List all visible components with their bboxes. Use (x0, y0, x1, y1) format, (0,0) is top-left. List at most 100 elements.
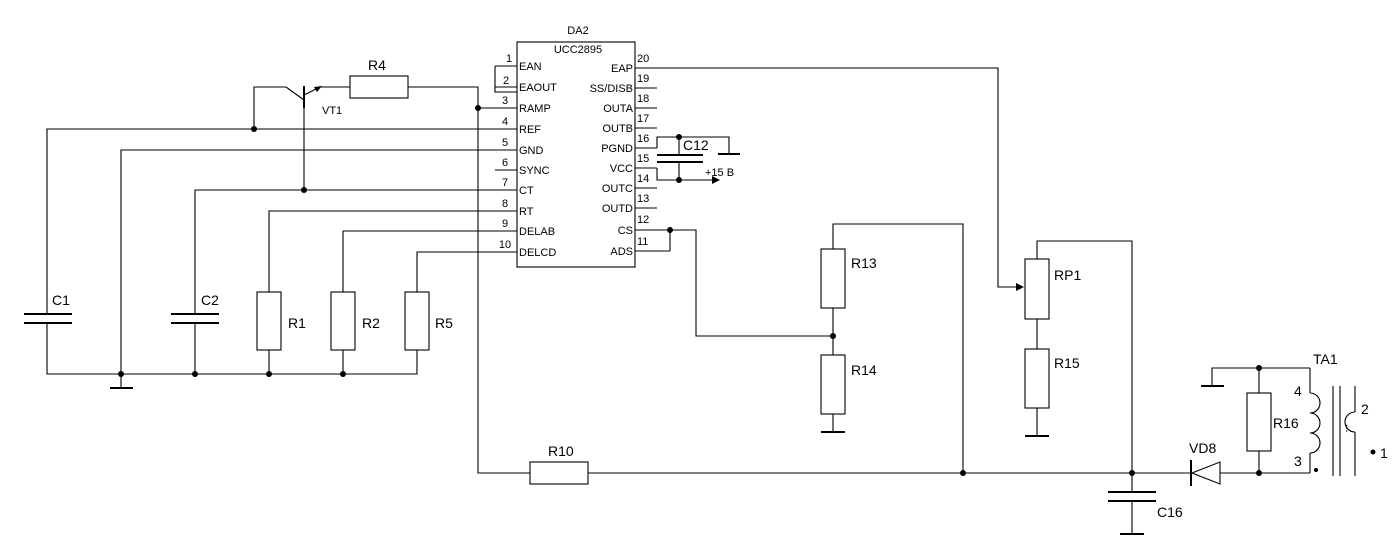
svg-text:19: 19 (637, 73, 649, 85)
transformer-core-mark: ⁝ (1345, 423, 1349, 435)
svg-text:1: 1 (1380, 445, 1388, 461)
svg-text:R15: R15 (1054, 355, 1080, 371)
svg-text:CS: CS (618, 225, 633, 237)
svg-text:RT: RT (519, 206, 534, 218)
svg-text:OUTC: OUTC (602, 183, 633, 195)
svg-text:13: 13 (637, 193, 649, 205)
ic-designator: DA2 (567, 25, 588, 37)
capacitor-c12: C12 +15 В (656, 134, 740, 184)
svg-text:OUTB: OUTB (602, 123, 633, 135)
svg-text:OUTA: OUTA (603, 103, 633, 115)
svg-text:15: 15 (637, 153, 649, 165)
svg-text:17: 17 (637, 113, 649, 125)
svg-text:9: 9 (502, 218, 508, 230)
svg-text:5: 5 (502, 137, 508, 149)
svg-text:6: 6 (502, 157, 508, 169)
svg-text:20: 20 (637, 53, 649, 65)
svg-text:SS/DISB: SS/DISB (590, 83, 633, 95)
ic-pin2-box (494, 66, 517, 93)
feedback-network: RP1 R15 (657, 67, 1135, 476)
resistor-r14: R14 (820, 354, 877, 415)
svg-text:2: 2 (1361, 401, 1369, 417)
svg-text:TA1: TA1 (1313, 351, 1338, 367)
svg-text:RP1: RP1 (1054, 267, 1081, 283)
svg-text:C1: C1 (52, 292, 70, 308)
potentiometer-rp1: RP1 (1024, 258, 1081, 320)
capacitor-c1: C1 (24, 292, 72, 324)
svg-text:RAMP: RAMP (519, 103, 551, 115)
svg-text:11: 11 (637, 236, 648, 248)
resistor-r4: R4 (320, 57, 530, 474)
svg-text:R13: R13 (851, 255, 877, 271)
svg-text:EAN: EAN (519, 61, 542, 73)
svg-text:8: 8 (502, 198, 508, 210)
ic-pin: 8RT (495, 198, 534, 218)
svg-text:3: 3 (1294, 453, 1302, 469)
svg-text:16: 16 (637, 133, 649, 145)
svg-text:18: 18 (637, 93, 649, 105)
svg-text:R1: R1 (288, 315, 306, 331)
transistor-vt1: VT1 (253, 86, 342, 190)
svg-text:4: 4 (502, 116, 508, 128)
resistor-r5: R5 (404, 291, 453, 351)
resistor-r15: R15 (1024, 348, 1080, 409)
svg-text:7: 7 (502, 177, 508, 189)
ic-pin: 7CT (495, 177, 534, 197)
ic-body (516, 41, 636, 268)
svg-text:VCC: VCC (610, 163, 633, 175)
ic-part-number: UCC2895 (554, 44, 602, 56)
svg-text:R16: R16 (1273, 415, 1299, 431)
resistor-r16: R16 (1201, 365, 1310, 476)
current-sense-network: R13 R14 (667, 223, 966, 476)
svg-text:DELAB: DELAB (519, 226, 555, 238)
resistor-r1: R1 (256, 291, 306, 351)
svg-text:2: 2 (503, 75, 509, 87)
capacitor-c16: C16 (1108, 473, 1183, 535)
svg-text:VT1: VT1 (322, 105, 342, 117)
svg-text:+15 В: +15 В (705, 167, 734, 179)
svg-text:EAP: EAP (611, 63, 633, 75)
resistor-r2: R2 (330, 291, 380, 351)
svg-text:EAOUT: EAOUT (519, 82, 557, 94)
svg-text:1: 1 (506, 53, 512, 65)
svg-text:SYNC: SYNC (519, 165, 550, 177)
svg-text:10: 10 (499, 239, 511, 251)
svg-text:PGND: PGND (601, 143, 633, 155)
svg-text:ADS: ADS (610, 246, 633, 258)
svg-text:4: 4 (1294, 383, 1302, 399)
svg-text:GND: GND (519, 145, 544, 157)
resistor-r13: R13 (820, 248, 877, 309)
diode-vd8: VD8 (1189, 440, 1310, 486)
resistor-r10: R10 (529, 443, 1190, 485)
svg-text:REF: REF (519, 124, 541, 136)
svg-text:VD8: VD8 (1189, 440, 1216, 456)
svg-text:3: 3 (502, 95, 508, 107)
svg-text:R5: R5 (435, 315, 453, 331)
svg-text:R14: R14 (851, 362, 877, 378)
svg-text:C2: C2 (201, 292, 219, 308)
svg-text:R2: R2 (362, 315, 380, 331)
svg-text:R10: R10 (548, 443, 574, 459)
capacitor-c2: C2 (171, 292, 219, 324)
svg-text:CT: CT (519, 185, 534, 197)
transformer-ta1: TA1 ⁝ 4 3 2 1 (1294, 351, 1388, 476)
svg-text:DELCD: DELCD (519, 247, 556, 259)
